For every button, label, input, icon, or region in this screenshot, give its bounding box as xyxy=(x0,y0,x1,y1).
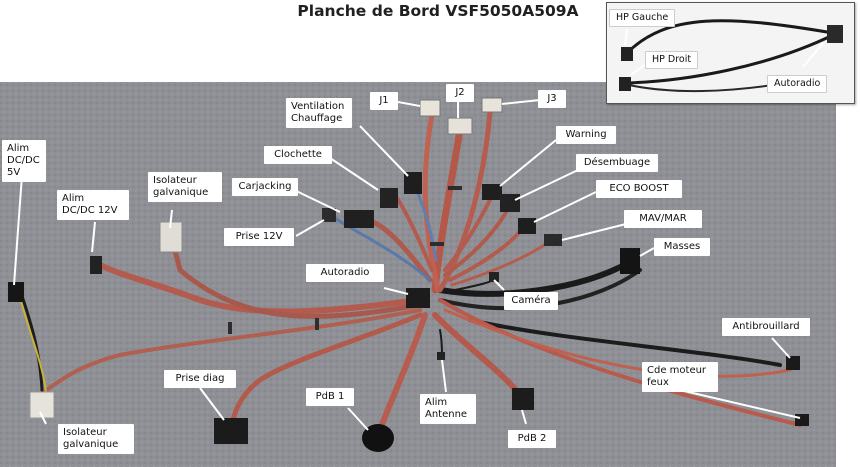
label-carjacking: Carjacking xyxy=(232,178,298,196)
label-ventilation-chauffage: Ventilation Chauffage xyxy=(286,98,352,128)
label-isolateur-galvanique-top: Isolateur galvanique xyxy=(148,172,222,202)
label-j3: J3 xyxy=(538,90,566,108)
label-pdb1: PdB 1 xyxy=(306,388,354,406)
connectors xyxy=(8,97,809,452)
label-mav-mar: MAV/MAR xyxy=(624,210,702,228)
label-alim-dcdc-5v: Alim DC/DC 5V xyxy=(2,140,46,182)
label-prise-12v: Prise 12V xyxy=(224,228,294,246)
label-antibrouillard: Antibrouillard xyxy=(722,318,810,336)
label-j2: J2 xyxy=(446,84,474,102)
label-camera: Caméra xyxy=(504,292,558,310)
label-masses: Masses xyxy=(654,238,710,256)
label-clochette: Clochette xyxy=(264,146,332,164)
label-desembuage: Désembuage xyxy=(576,154,658,172)
label-alim-antenne: Alim Antenne xyxy=(420,394,476,424)
label-hp-droit: HP Droit xyxy=(645,51,699,69)
label-alim-dcdc-12v: Alim DC/DC 12V xyxy=(57,190,129,220)
speaker-harness-inset: HP Gauche HP Droit Autoradio xyxy=(606,2,855,104)
label-hp-gauche: HP Gauche xyxy=(609,9,676,27)
label-warning: Warning xyxy=(556,126,616,144)
label-inset-autoradio: Autoradio xyxy=(767,75,828,93)
label-j1: J1 xyxy=(370,92,398,110)
tape-bands xyxy=(228,186,462,334)
label-isolateur-galvanique-bottom: Isolateur galvanique xyxy=(58,424,134,454)
page-title: Planche de Bord VSF5050A509A xyxy=(297,2,579,20)
label-eco-boost: ECO BOOST xyxy=(596,180,682,198)
label-autoradio: Autoradio xyxy=(306,264,384,282)
label-pdb2: PdB 2 xyxy=(508,430,556,448)
label-cde-moteur-feux: Cde moteur feux xyxy=(642,362,718,392)
wiring-harness-photo xyxy=(0,82,836,467)
label-prise-diag: Prise diag xyxy=(164,370,236,388)
